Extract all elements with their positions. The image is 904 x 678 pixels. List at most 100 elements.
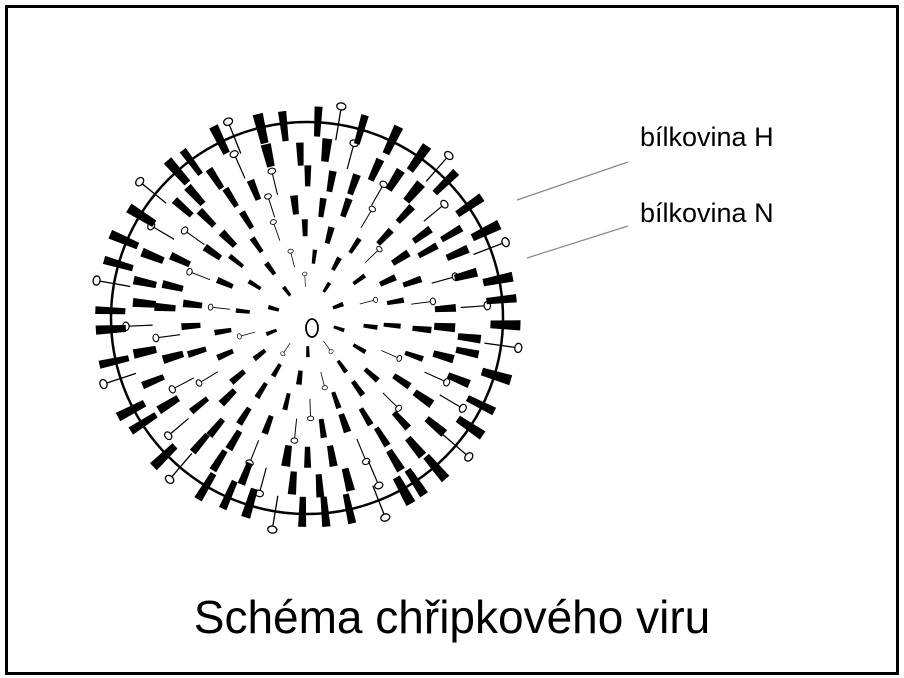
h-protein-spike (162, 351, 184, 364)
h-protein-spike (458, 333, 482, 343)
h-protein-spike (364, 368, 380, 383)
label-protein-n: bílkovina N (640, 198, 774, 229)
n-protein-spike (361, 205, 377, 228)
n-protein-spike (368, 461, 384, 490)
h-protein-spike (327, 170, 337, 192)
h-protein-spike (490, 320, 520, 330)
n-protein-spike (307, 399, 313, 421)
h-protein-spike (403, 180, 425, 203)
h-protein-spike (392, 411, 411, 431)
h-protein-spike (219, 230, 237, 248)
h-protein-spike (376, 228, 394, 246)
h-protein-spike (238, 462, 253, 486)
h-protein-spike (404, 351, 424, 362)
h-protein-spike (455, 347, 479, 359)
h-protein-spike (190, 433, 210, 455)
h-protein-spike (302, 219, 308, 236)
h-protein-spike (216, 277, 234, 289)
h-protein-spike (225, 430, 242, 452)
h-protein-spike (296, 143, 304, 166)
h-protein-spike (325, 226, 335, 244)
n-protein-spike (383, 393, 403, 413)
h-protein-spike (298, 497, 306, 527)
n-protein-spike (372, 180, 389, 206)
pointer-line-h (517, 162, 628, 200)
h-protein-spike (425, 416, 448, 437)
n-protein-spike (163, 418, 189, 441)
h-protein-spike (433, 350, 455, 363)
h-protein-spike (383, 125, 404, 156)
h-protein-spike (402, 276, 422, 288)
n-protein-spike (336, 102, 347, 140)
h-protein-spike (187, 347, 207, 358)
n-protein-spike (425, 372, 451, 387)
h-protein-spike (290, 195, 299, 215)
h-protein-spike (206, 418, 225, 438)
n-protein-spike (443, 435, 475, 463)
n-protein-spike (267, 496, 278, 534)
h-protein-spike (133, 298, 157, 308)
h-protein-spike (288, 471, 297, 495)
h-protein-spike (271, 363, 282, 377)
h-protein-spike (133, 346, 157, 359)
h-protein-spike (169, 252, 191, 267)
h-protein-spike (162, 280, 184, 292)
n-protein-spike (440, 395, 468, 414)
surface-proteins (92, 102, 522, 534)
h-protein-spike (183, 300, 203, 309)
label-protein-h: bílkovina H (640, 122, 774, 153)
h-protein-spike (347, 173, 361, 195)
n-protein-spike (92, 275, 130, 286)
h-protein-spike (262, 415, 274, 435)
h-protein-spike (261, 143, 275, 168)
h-protein-spike (228, 254, 244, 268)
h-protein-spike (331, 257, 342, 272)
n-protein-spike (381, 351, 402, 363)
virus-core (306, 319, 318, 337)
n-protein-spike (321, 372, 328, 390)
h-protein-spike (435, 304, 456, 312)
h-protein-spike (172, 197, 194, 217)
h-protein-spike (214, 328, 232, 336)
h-protein-spike (386, 449, 405, 473)
h-protein-spike (278, 111, 289, 142)
n-protein-spike (324, 341, 335, 354)
h-protein-spike (327, 445, 338, 467)
h-protein-spike (216, 349, 234, 361)
h-protein-spike (322, 282, 331, 293)
h-protein-spike (333, 326, 345, 333)
h-protein-spike (254, 382, 267, 399)
h-protein-spike (140, 248, 164, 264)
h-protein-spike (340, 198, 352, 218)
h-protein-spike (332, 302, 344, 310)
h-protein-spike (454, 268, 478, 282)
h-protein-spike (342, 468, 355, 492)
h-protein-spike (181, 323, 200, 330)
h-protein-spike (154, 303, 176, 312)
pointer-line-n (527, 226, 628, 258)
h-protein-spike (184, 184, 205, 206)
n-protein-spike (302, 272, 307, 287)
h-protein-spike (247, 179, 261, 201)
h-protein-spike (392, 373, 411, 389)
n-protein-spike (411, 298, 436, 305)
h-protein-spike (189, 396, 209, 414)
h-protein-spike (156, 395, 180, 414)
h-protein-spike (197, 208, 217, 228)
h-protein-spike (312, 250, 318, 264)
h-protein-spike (319, 419, 327, 439)
h-protein-spike (351, 380, 365, 397)
n-protein-spike (288, 249, 295, 267)
h-protein-spike (413, 390, 435, 409)
n-protein-spike (229, 149, 245, 178)
n-protein-spike (186, 268, 210, 280)
h-protein-spike (352, 274, 366, 286)
h-protein-spike (396, 204, 415, 224)
h-protein-spike (337, 360, 349, 374)
n-protein-spike (461, 301, 491, 310)
h-protein-spike (141, 374, 165, 389)
n-protein-spike (180, 226, 204, 245)
h-protein-spike (363, 324, 377, 330)
h-protein-spike (180, 148, 203, 176)
